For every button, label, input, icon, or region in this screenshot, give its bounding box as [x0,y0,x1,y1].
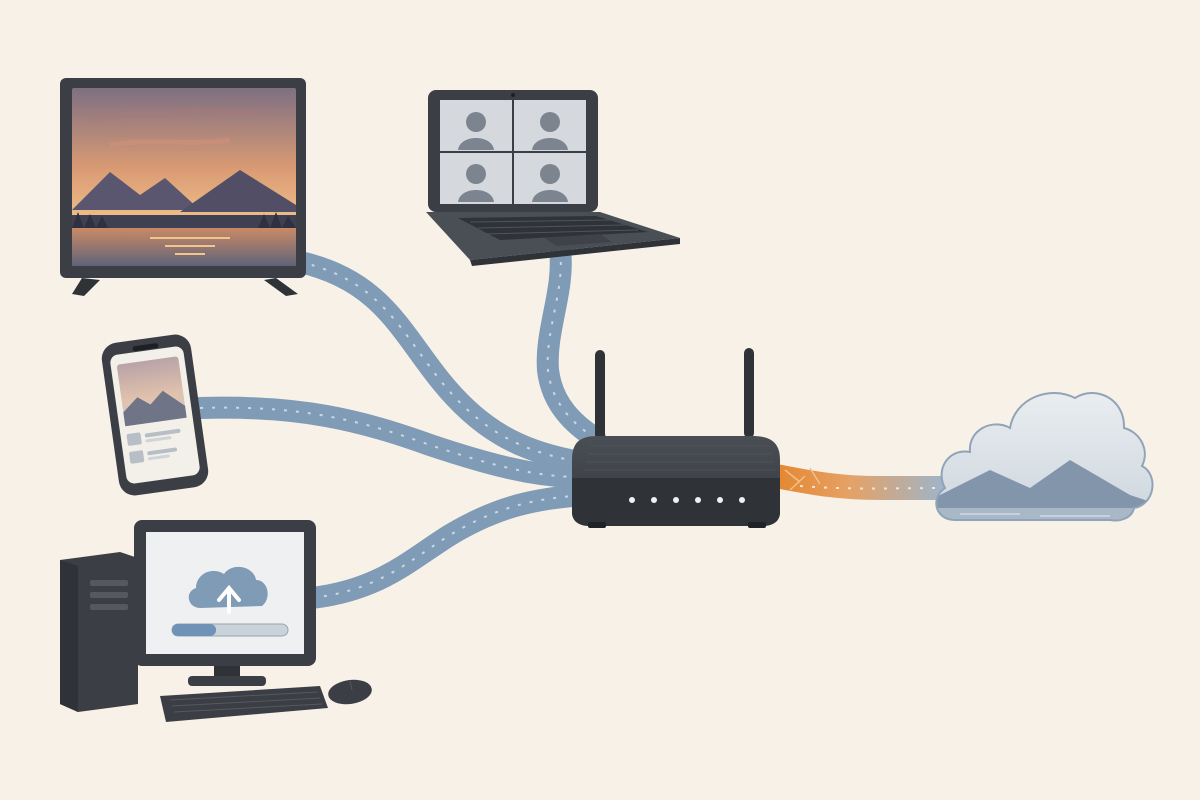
cable-desktop-router [301,485,583,609]
laptop-video-call-icon [426,90,680,266]
smartphone-icon [101,334,209,496]
uplink-cable-router-cloud [763,464,954,500]
tv-icon [60,78,306,296]
cable-tv-router [289,251,581,471]
cable-phone-router [189,396,583,488]
wifi-router-icon [572,348,780,528]
internet-cloud-icon [935,392,1154,522]
desktop-computer-icon [60,520,372,722]
upload-progress-fill [172,624,217,636]
cable-laptop-router [536,239,606,449]
